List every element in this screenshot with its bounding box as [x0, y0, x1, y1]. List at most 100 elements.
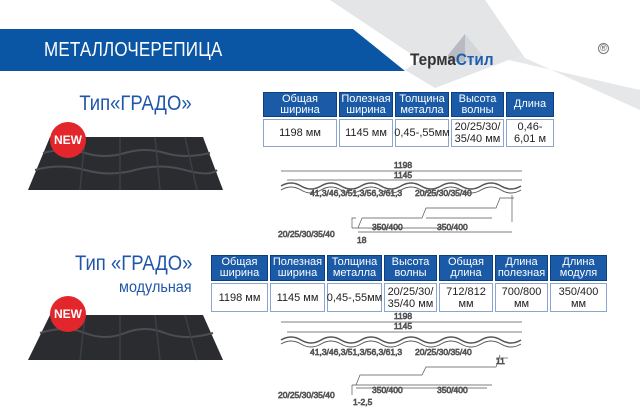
- cell-value: 1145 мм: [345, 127, 387, 139]
- header-label: Высота: [391, 256, 430, 268]
- table-cell: 0,46-6,01 м: [506, 119, 554, 147]
- gray-panel: [330, 0, 522, 88]
- header-label: ширина: [280, 103, 320, 116]
- dim-module-1: 350/400: [372, 385, 403, 395]
- header-label: модуля: [559, 267, 598, 279]
- header-label: Толщина: [399, 92, 445, 105]
- dim-module-2: 350/400: [437, 222, 468, 232]
- table-column: Длина 0,46-6,01 м: [506, 92, 554, 147]
- header-label: Высота: [458, 92, 497, 105]
- header-label: Полезная: [272, 256, 323, 268]
- table-header: Длина: [506, 92, 554, 117]
- product-title: Тип«ГРАДО»: [79, 92, 192, 115]
- table-cell: 1145 мм: [339, 119, 393, 147]
- cell-value: 0,45-,55мм: [326, 291, 383, 304]
- cell-value: 20/25/30/: [387, 285, 434, 298]
- header-label: Длина: [513, 98, 547, 110]
- dim-step-height: 20/25/30/35/40: [278, 390, 335, 400]
- dim-total-width: 1198: [394, 160, 413, 170]
- dim-wave-height: 20/25/30/35/40: [415, 347, 472, 357]
- table-cell: 20/25/30/35/40 мм: [384, 283, 437, 312]
- header-label: Толщина: [331, 256, 378, 268]
- dim-module-2: 350/400: [437, 385, 468, 395]
- cell-value: 1145 мм: [276, 291, 319, 304]
- cell-value: 1198 мм: [218, 291, 261, 304]
- profile-diagram-1: [280, 170, 522, 233]
- dim-total-width: 1198: [394, 311, 413, 321]
- registered-mark: ®: [598, 43, 609, 54]
- header-label: Длина: [562, 256, 595, 268]
- new-badge: NEW: [50, 296, 86, 332]
- header-label: полезная: [497, 267, 546, 279]
- dim-useful-width: 1145: [394, 321, 413, 331]
- header-label: длина: [450, 267, 482, 279]
- cell-value: 0,46-6,01 м: [513, 121, 547, 145]
- header-label: волны: [394, 267, 427, 279]
- dim-step-detail: 1-2,5: [353, 397, 373, 407]
- header-label: ширина: [277, 267, 318, 279]
- dim-wave-step: 41,3/46,3/51,3/56,3/61,3: [310, 188, 402, 198]
- cell-value: 35/40 мм: [454, 133, 501, 145]
- header-label: Полезная: [341, 92, 391, 105]
- header-label: ширина: [219, 267, 260, 279]
- dim-wave-step: 41,3/46,3/51,3/56,3/61,3: [310, 347, 402, 357]
- profile-diagram-2: [280, 321, 522, 395]
- table-cell: 20/25/30/35/40 мм: [451, 119, 504, 147]
- dim-wave-height: 20/25/30/35/40: [415, 188, 472, 198]
- cell-value: 700/800: [501, 285, 542, 298]
- dim-module-1: 350/400: [372, 222, 403, 232]
- header-label: металла: [400, 103, 444, 116]
- header-label: Общая: [282, 92, 318, 105]
- dim-step-detail: 18: [357, 235, 367, 245]
- table-cell: 1198 мм: [211, 283, 268, 312]
- cell-value: мм: [458, 297, 474, 310]
- cell-value: 350/400: [558, 285, 599, 298]
- product-subtitle: модульная: [119, 279, 192, 296]
- header-label: ширина: [346, 103, 386, 116]
- cell-value: мм: [570, 297, 587, 310]
- product-title: Тип «ГРАДО»: [74, 252, 192, 275]
- dim-useful-width: 1145: [394, 170, 413, 180]
- logo-text-1: Терма: [410, 50, 456, 69]
- cell-value: 712/812: [446, 285, 486, 298]
- header-label: Длина: [505, 256, 538, 268]
- logo-roof-mark-light: [465, 34, 482, 62]
- dim-step-height: 20/25/30/35/40: [278, 229, 335, 239]
- header-label: металла: [332, 267, 377, 279]
- cell-value: 35/40 мм: [387, 297, 434, 310]
- table-cell: 0,45-,55мм: [394, 119, 450, 147]
- logo-roof-mark: [448, 34, 465, 62]
- table-cell: 1145 мм: [270, 283, 325, 312]
- logo-text-2: Стил: [455, 50, 494, 69]
- cell-value: 20/25/30/: [454, 121, 501, 133]
- header-label: Общая: [448, 256, 484, 268]
- table-cell: 0,45-,55мм: [327, 283, 382, 312]
- header-label: волны: [461, 103, 494, 116]
